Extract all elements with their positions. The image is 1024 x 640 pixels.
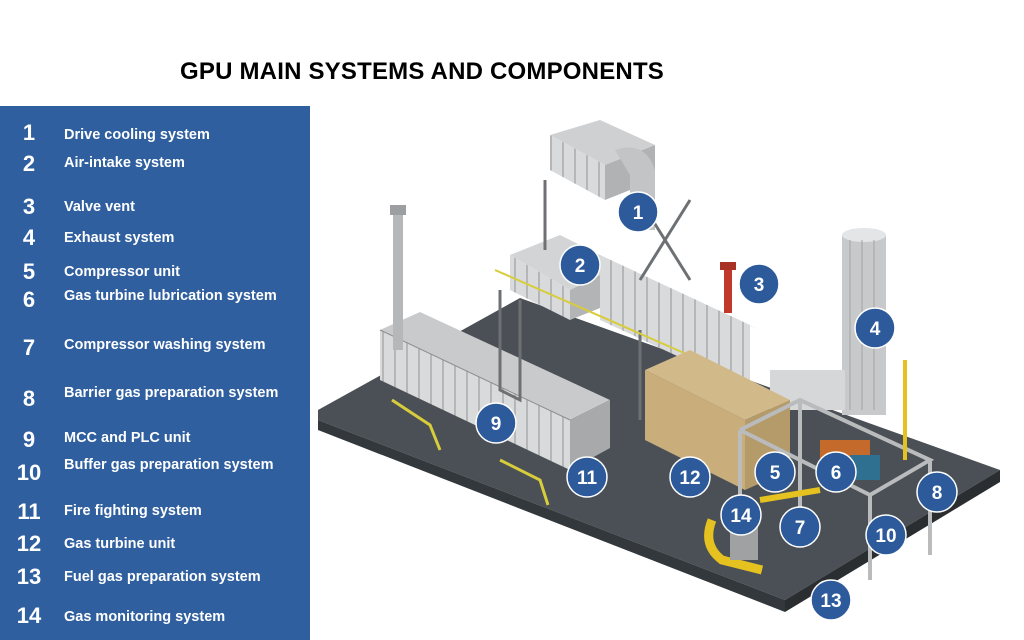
- legend-label: Buffer gas preparation system: [64, 457, 274, 473]
- marker-4: 4: [854, 307, 896, 349]
- legend-label: Fuel gas preparation system: [64, 569, 261, 585]
- legend-number: 9: [22, 427, 36, 452]
- legend-label: Air-intake system: [64, 155, 185, 171]
- legend-label: Gas turbine unit: [64, 536, 176, 552]
- legend-label: Drive cooling system: [64, 127, 210, 143]
- legend-number: 2: [22, 151, 36, 176]
- legend-label: Exhaust system: [64, 230, 175, 246]
- vent-stack: [393, 210, 403, 350]
- plant-illustration: 1 2 3 4 5 6 7 8 9 10 11 12 13 14: [318, 120, 1000, 621]
- marker-label: 14: [730, 506, 752, 527]
- valve-vent-stack: [724, 268, 732, 313]
- legend-number: 7: [22, 335, 36, 360]
- marker-label: 4: [870, 319, 881, 340]
- marker-label: 12: [679, 468, 700, 489]
- marker-label: 5: [770, 463, 781, 484]
- page-title: GPU MAIN SYSTEMS AND COMPONENTS: [180, 58, 665, 85]
- legend-label: Compressor unit: [64, 264, 181, 280]
- marker-label: 11: [577, 468, 598, 489]
- marker-label: 1: [633, 203, 644, 224]
- marker-12: 12: [669, 456, 711, 498]
- legend-number: 6: [22, 287, 36, 312]
- marker-label: 3: [754, 275, 765, 296]
- marker-9: 9: [475, 402, 517, 444]
- legend-label: MCC and PLC unit: [64, 430, 191, 446]
- marker-label: 2: [575, 256, 586, 277]
- marker-3: 3: [738, 263, 780, 305]
- marker-11: 11: [566, 456, 608, 498]
- legend-number: 10: [16, 460, 42, 485]
- legend-panel: 1 Drive cooling system 2 Air-intake syst…: [0, 106, 310, 640]
- legend-label: Barrier gas preparation system: [64, 385, 279, 401]
- legend-label: Compressor washing system: [64, 337, 266, 353]
- marker-label: 10: [875, 526, 896, 547]
- legend-number: 11: [17, 499, 41, 524]
- marker-10: 10: [865, 514, 907, 556]
- marker-2: 2: [559, 244, 601, 286]
- legend-number: 14: [16, 603, 42, 628]
- marker-13: 13: [810, 579, 852, 621]
- marker-7: 7: [779, 506, 821, 548]
- mcc-plc-container: [379, 312, 610, 470]
- marker-label: 8: [932, 483, 943, 504]
- marker-8: 8: [916, 471, 958, 513]
- marker-5: 5: [754, 451, 796, 493]
- legend-number: 12: [16, 531, 42, 556]
- legend-number: 1: [22, 120, 36, 145]
- legend-number: 4: [22, 225, 36, 250]
- legend-number: 5: [22, 259, 36, 284]
- marker-label: 6: [831, 463, 842, 484]
- marker-6: 6: [815, 451, 857, 493]
- legend-label: Gas turbine lubrication system: [64, 288, 277, 304]
- legend-label: Fire fighting system: [64, 503, 202, 519]
- marker-1: 1: [617, 191, 659, 233]
- legend-number: 13: [16, 564, 42, 589]
- marker-label: 13: [820, 591, 841, 612]
- legend-number: 3: [22, 194, 36, 219]
- marker-14: 14: [720, 494, 762, 536]
- legend-label: Gas monitoring system: [64, 609, 226, 625]
- marker-label: 9: [491, 414, 502, 435]
- marker-label: 7: [795, 518, 806, 539]
- legend-number: 8: [22, 386, 36, 411]
- legend-label: Valve vent: [64, 199, 135, 215]
